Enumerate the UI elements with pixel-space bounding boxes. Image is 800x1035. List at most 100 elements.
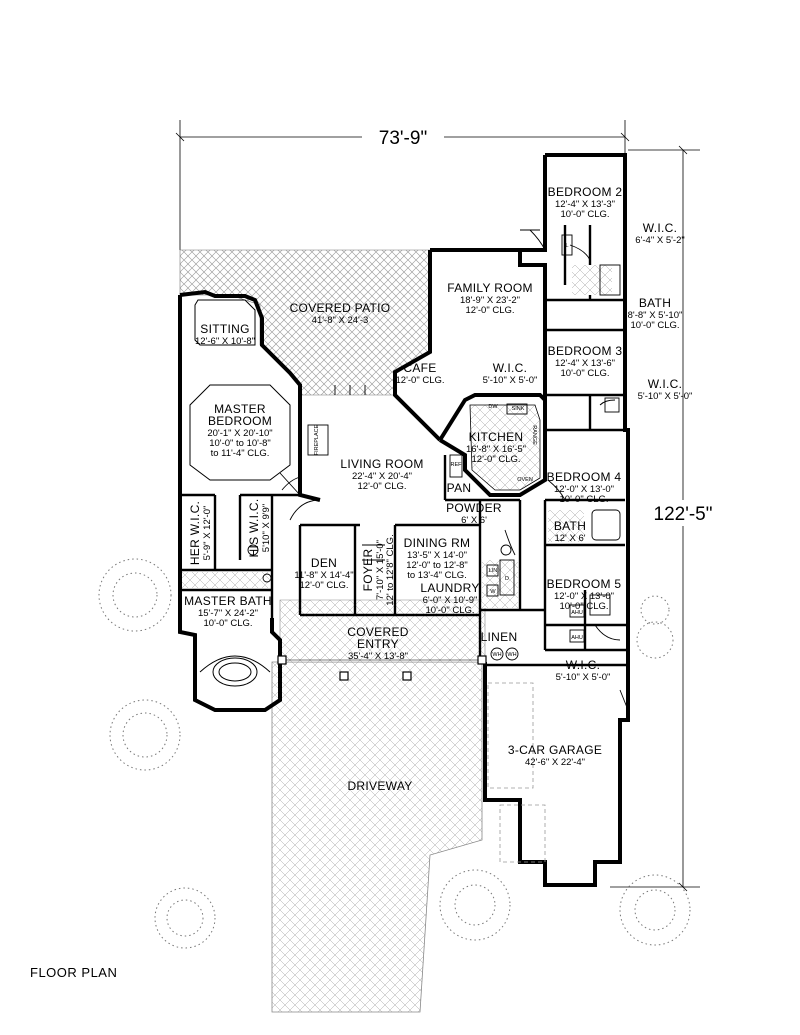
- room-dimension-line: 10'-0" to 10'-8": [209, 438, 271, 449]
- room-name: MASTER BATH: [184, 594, 272, 608]
- room-label-wic-bed2: W.I.C.6'-4" X 5'-2": [635, 221, 684, 246]
- room-name: POWDER: [446, 501, 502, 515]
- exterior-paving: [179, 249, 486, 1013]
- room-dimension-line: 10'-0" CLG.: [559, 601, 608, 612]
- room-dimension-line: 5'-10" X 5'-0": [483, 375, 538, 386]
- room-dimension-line: 12'-6" X 10'-8": [195, 336, 255, 347]
- master-bay-outlines: [189, 299, 291, 687]
- room-name: DRIVEWAY: [347, 779, 412, 793]
- room-dimension-line: 41'-8" X 24'-3: [312, 315, 369, 326]
- room-name: HIS W.I.C.: [247, 498, 261, 557]
- garage-details: [487, 682, 546, 863]
- room-dimension-line: to 11'-4" CLG.: [211, 448, 270, 459]
- ahu-label-1: AHU: [571, 635, 583, 641]
- room-name: BEDROOM 3: [548, 344, 623, 358]
- room-dimension-line: 12' X 6': [554, 533, 585, 544]
- sink-label: SINK: [512, 406, 525, 412]
- room-name: MASTER: [214, 402, 266, 416]
- room-dimension-line: 18'-9" X 23'-2": [460, 295, 520, 306]
- room-label-bedroom5: BEDROOM 512'-0" X 13'-0"10'-0" CLG.: [547, 577, 622, 612]
- room-dimension-line: 6' X 6': [461, 515, 487, 526]
- room-name: LAUNDRY: [420, 581, 479, 595]
- room-dimension-line: 22'-4" X 20'-4": [352, 471, 412, 482]
- room-dimension-line: 5'-9" X 12'-0": [202, 506, 213, 561]
- room-dimension-line: 12'-4" X 13'-3": [555, 199, 615, 210]
- water-heater-label-2: WH: [507, 652, 516, 658]
- room-dimension-line: 5'-10" X 5'-0": [556, 672, 611, 683]
- room-label-her-wic: HER W.I.C.5'-9" X 12'-0": [188, 501, 213, 565]
- overall-depth-dimension: 122'-5": [654, 504, 713, 525]
- linen-closet-label: LIN: [489, 568, 498, 574]
- dishwasher-label: DW: [488, 404, 498, 410]
- room-label-wic-cafe: W.I.C.5'-10" X 5'-0": [483, 361, 538, 386]
- room-dimension-line: 7'-10" X 15'-0": [375, 540, 386, 600]
- room-dimension-line: 5'10" X 9'9": [261, 504, 272, 552]
- room-label-pan: PAN: [447, 481, 471, 495]
- room-dimension-line: 6'-0" X 10'-9": [423, 595, 478, 606]
- room-label-bedroom2: BEDROOM 212'-4" X 13'-3"10'-0" CLG.: [548, 185, 622, 220]
- room-name: W.I.C.: [566, 658, 600, 672]
- room-dimension-line: 8'-8" X 5'-10": [628, 310, 683, 321]
- tile-floor-areas: [182, 265, 612, 608]
- room-name: HER W.I.C.: [188, 501, 202, 565]
- room-dimension-line: 15'-7" X 24'-2": [198, 608, 258, 619]
- room-name: COVERED PATIO: [290, 301, 391, 315]
- room-label-wic-bed3: W.I.C.5'-10" X 5'-0": [638, 377, 693, 402]
- room-dimension-line: 16'-8" X 16'-5": [466, 444, 526, 455]
- overall-width-dimension: 73'-9": [379, 128, 427, 149]
- room-name: W.I.C.: [643, 221, 677, 235]
- room-dimension-line: 11'-8" X 14'-4": [294, 570, 353, 581]
- washer-label: W: [490, 589, 496, 595]
- plan-caption: FLOOR PLAN: [30, 965, 118, 980]
- room-name: BEDROOM 5: [547, 577, 622, 591]
- room-name: 3-CAR GARAGE: [508, 743, 602, 757]
- room-dimension-line: 10'-0" CLG.: [203, 618, 252, 629]
- room-name: KITCHEN: [469, 430, 524, 444]
- room-dimension-line: 12'-0" CLG.: [471, 454, 520, 465]
- room-dimension-line: 42'-6" X 22'-4": [525, 757, 585, 768]
- room-name: BEDROOM: [208, 414, 272, 428]
- landscape-trees: [98, 558, 691, 949]
- room-dimension-line: 35'-4" X 13'-8": [348, 651, 408, 662]
- room-dimension-line: 12'-0" X 13'-0": [554, 484, 614, 495]
- room-label-linen: LINEN: [481, 630, 518, 644]
- linen-shelf-label: L: [565, 243, 568, 249]
- room-name: LIVING ROOM: [340, 457, 423, 471]
- room-name: W.I.C.: [493, 361, 527, 375]
- water-heater-label-1: WH: [492, 652, 501, 658]
- room-dimension-line: 12' to 12'8" CLG.: [385, 534, 396, 605]
- room-label-wic-garage: W.I.C.5'-10" X 5'-0": [556, 658, 611, 683]
- room-dimension-line: 6'-4" X 5'-2": [635, 235, 684, 246]
- room-dimension-line: 10'-0" CLG.: [630, 320, 679, 331]
- room-dimension-line: 12'-0" X 13'-0": [554, 591, 614, 602]
- room-name: BATH: [639, 296, 671, 310]
- oven-label: OVEN: [517, 477, 533, 483]
- room-labels: BEDROOM 212'-4" X 13'-3"10'-0" CLG. W.I.C…: [184, 185, 692, 793]
- room-name: BATH: [554, 519, 586, 533]
- room-name: DEN: [311, 556, 337, 570]
- room-dimension-line: 10'-0" CLG.: [425, 605, 474, 616]
- room-name: LINEN: [481, 630, 518, 644]
- room-label-bedroom4: BEDROOM 412'-0" X 13'-0"10'-0" CLG.: [547, 470, 621, 505]
- fixture-labels: FIREPLACE DW SINK RANGE REF OVEN AHU AHU…: [314, 243, 583, 658]
- room-dimension-line: 12'-4" X 13'-6": [555, 358, 615, 369]
- refrigerator-label: REF: [451, 462, 463, 468]
- room-dimension-line: 10'-0" CLG.: [560, 209, 609, 220]
- ahu-label-2: AHU: [571, 610, 583, 616]
